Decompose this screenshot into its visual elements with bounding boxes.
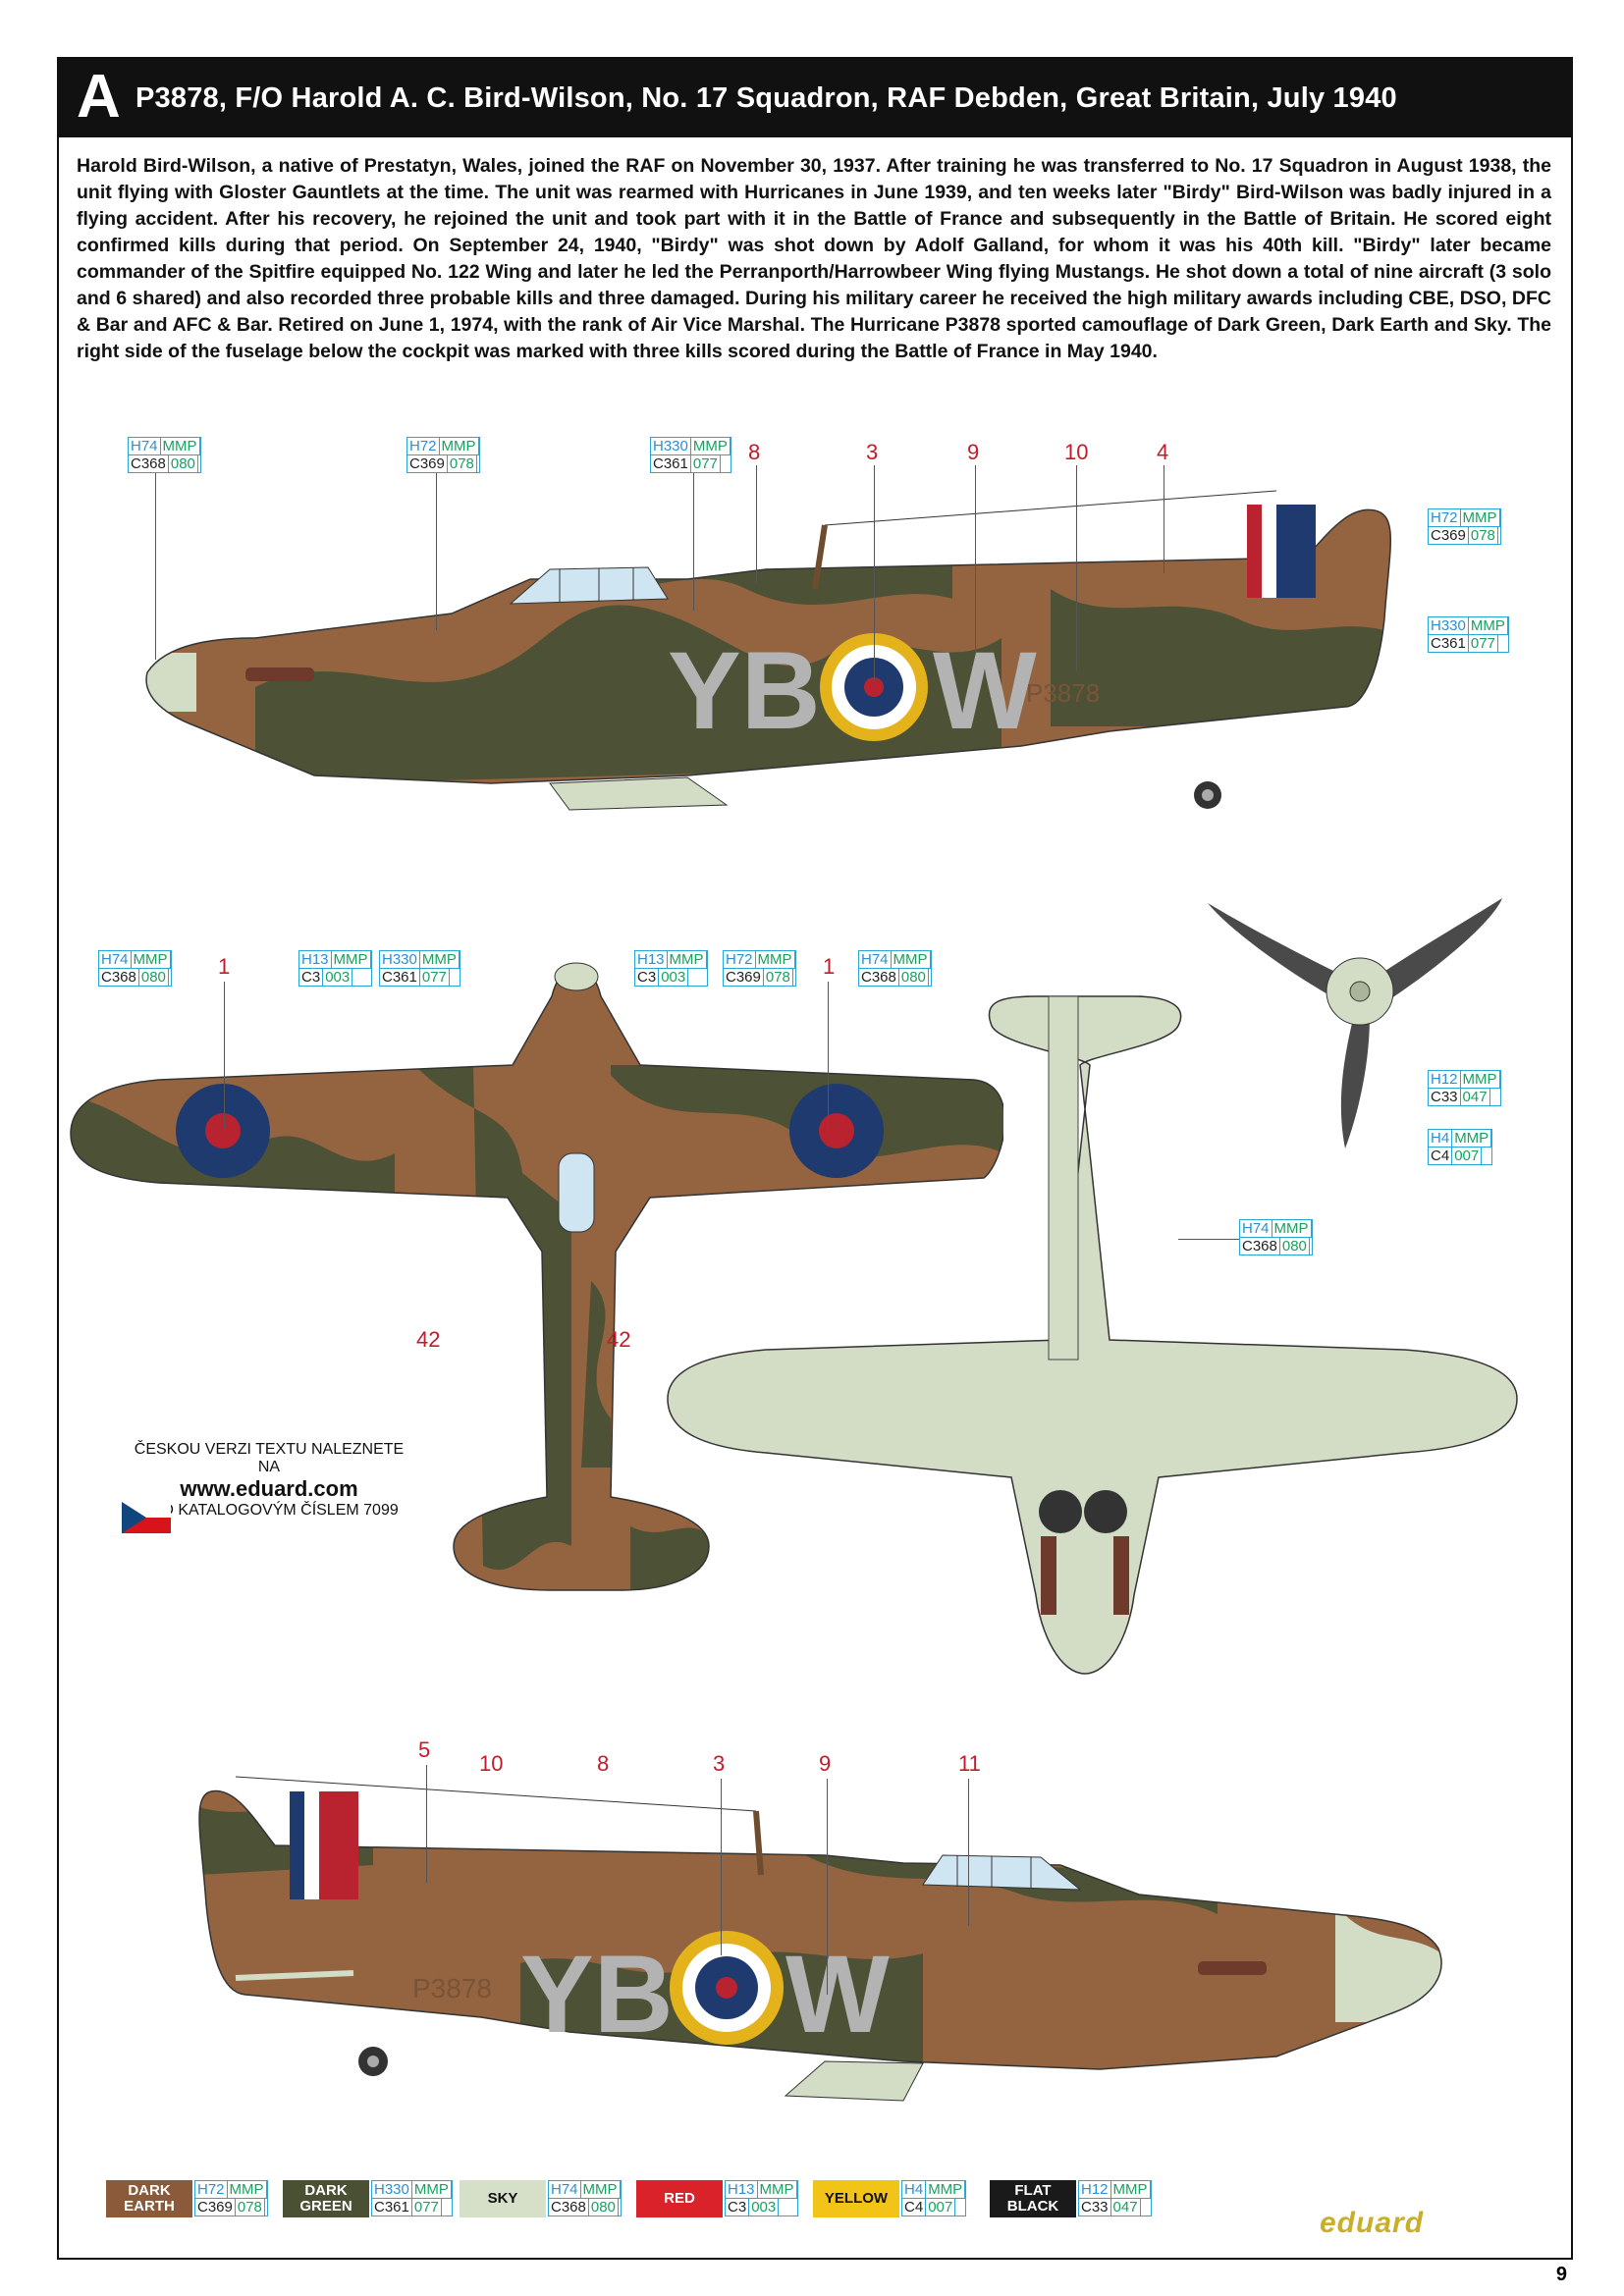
code-letter-w-top: W	[933, 629, 1037, 752]
czech-note: ČESKOU VERZI TEXTU NALEZNETE NA www.edua…	[122, 1441, 416, 1520]
callout-plan-42-left: 42	[416, 1327, 441, 1352]
callout-bottom-9: 9	[819, 1751, 832, 1776]
propeller-drawing	[1208, 898, 1502, 1148]
czech-line-1: ČESKOU VERZI TEXTU NALEZNETE NA	[134, 1441, 405, 1475]
code-letter-w-bottom: W	[785, 1933, 890, 2056]
biography-text: Harold Bird-Wilson, a native of Prestaty…	[77, 155, 1551, 362]
eduard-url[interactable]: www.eduard.com	[180, 1476, 358, 1501]
callout-bottom-11: 11	[958, 1751, 981, 1776]
title-bar: A P3878, F/O Harold A. C. Bird-Wilson, N…	[57, 57, 1573, 137]
bottom-profile-drawing: YB W P3878	[198, 1776, 1442, 2102]
callout-top-8: 8	[748, 440, 761, 464]
callout-bottom-3: 3	[713, 1751, 726, 1776]
plan-view-upper-drawing	[70, 962, 1003, 1591]
svg-text:P3878: P3878	[1026, 678, 1100, 708]
legend-swatch: RED	[636, 2180, 723, 2217]
callout-top-4: 4	[1157, 440, 1169, 464]
callout-plan-42-right: 42	[607, 1327, 631, 1352]
code-letters-bottom: YB	[520, 1933, 674, 2056]
legend-swatch: DARK EARTH	[106, 2180, 192, 2217]
legend-swatch: SKY	[460, 2180, 546, 2217]
callout-plan-1-right: 1	[823, 954, 836, 979]
czech-line-2: POD KATALOGOVÝM ČÍSLEM 7099	[139, 1502, 399, 1519]
callout-plan-1-left: 1	[218, 954, 231, 979]
scheme-letter: A	[77, 63, 121, 131]
legend-swatch: FLAT BLACK	[990, 2180, 1076, 2217]
callout-top-9: 9	[967, 440, 980, 464]
callout-bottom-10: 10	[479, 1751, 504, 1776]
czech-flag-icon	[122, 1502, 171, 1533]
callout-bottom-8: 8	[597, 1751, 610, 1776]
code-letter-y-top: YB	[668, 629, 821, 752]
page-number: 9	[1555, 2264, 1567, 2285]
legend-swatch: DARK GREEN	[283, 2180, 369, 2217]
legend-swatch: YELLOW	[813, 2180, 899, 2217]
underside-view-drawing	[667, 995, 1518, 1675]
callout-top-10: 10	[1064, 440, 1089, 464]
eduard-logo: eduard	[1320, 2207, 1425, 2239]
top-profile-drawing: YB W P3878	[145, 490, 1391, 811]
callout-bottom-5: 5	[418, 1737, 431, 1762]
scheme-title: P3878, F/O Harold A. C. Bird-Wilson, No.…	[135, 82, 1397, 114]
svg-text:P3878: P3878	[412, 1973, 492, 2003]
callout-top-3: 3	[866, 440, 879, 464]
